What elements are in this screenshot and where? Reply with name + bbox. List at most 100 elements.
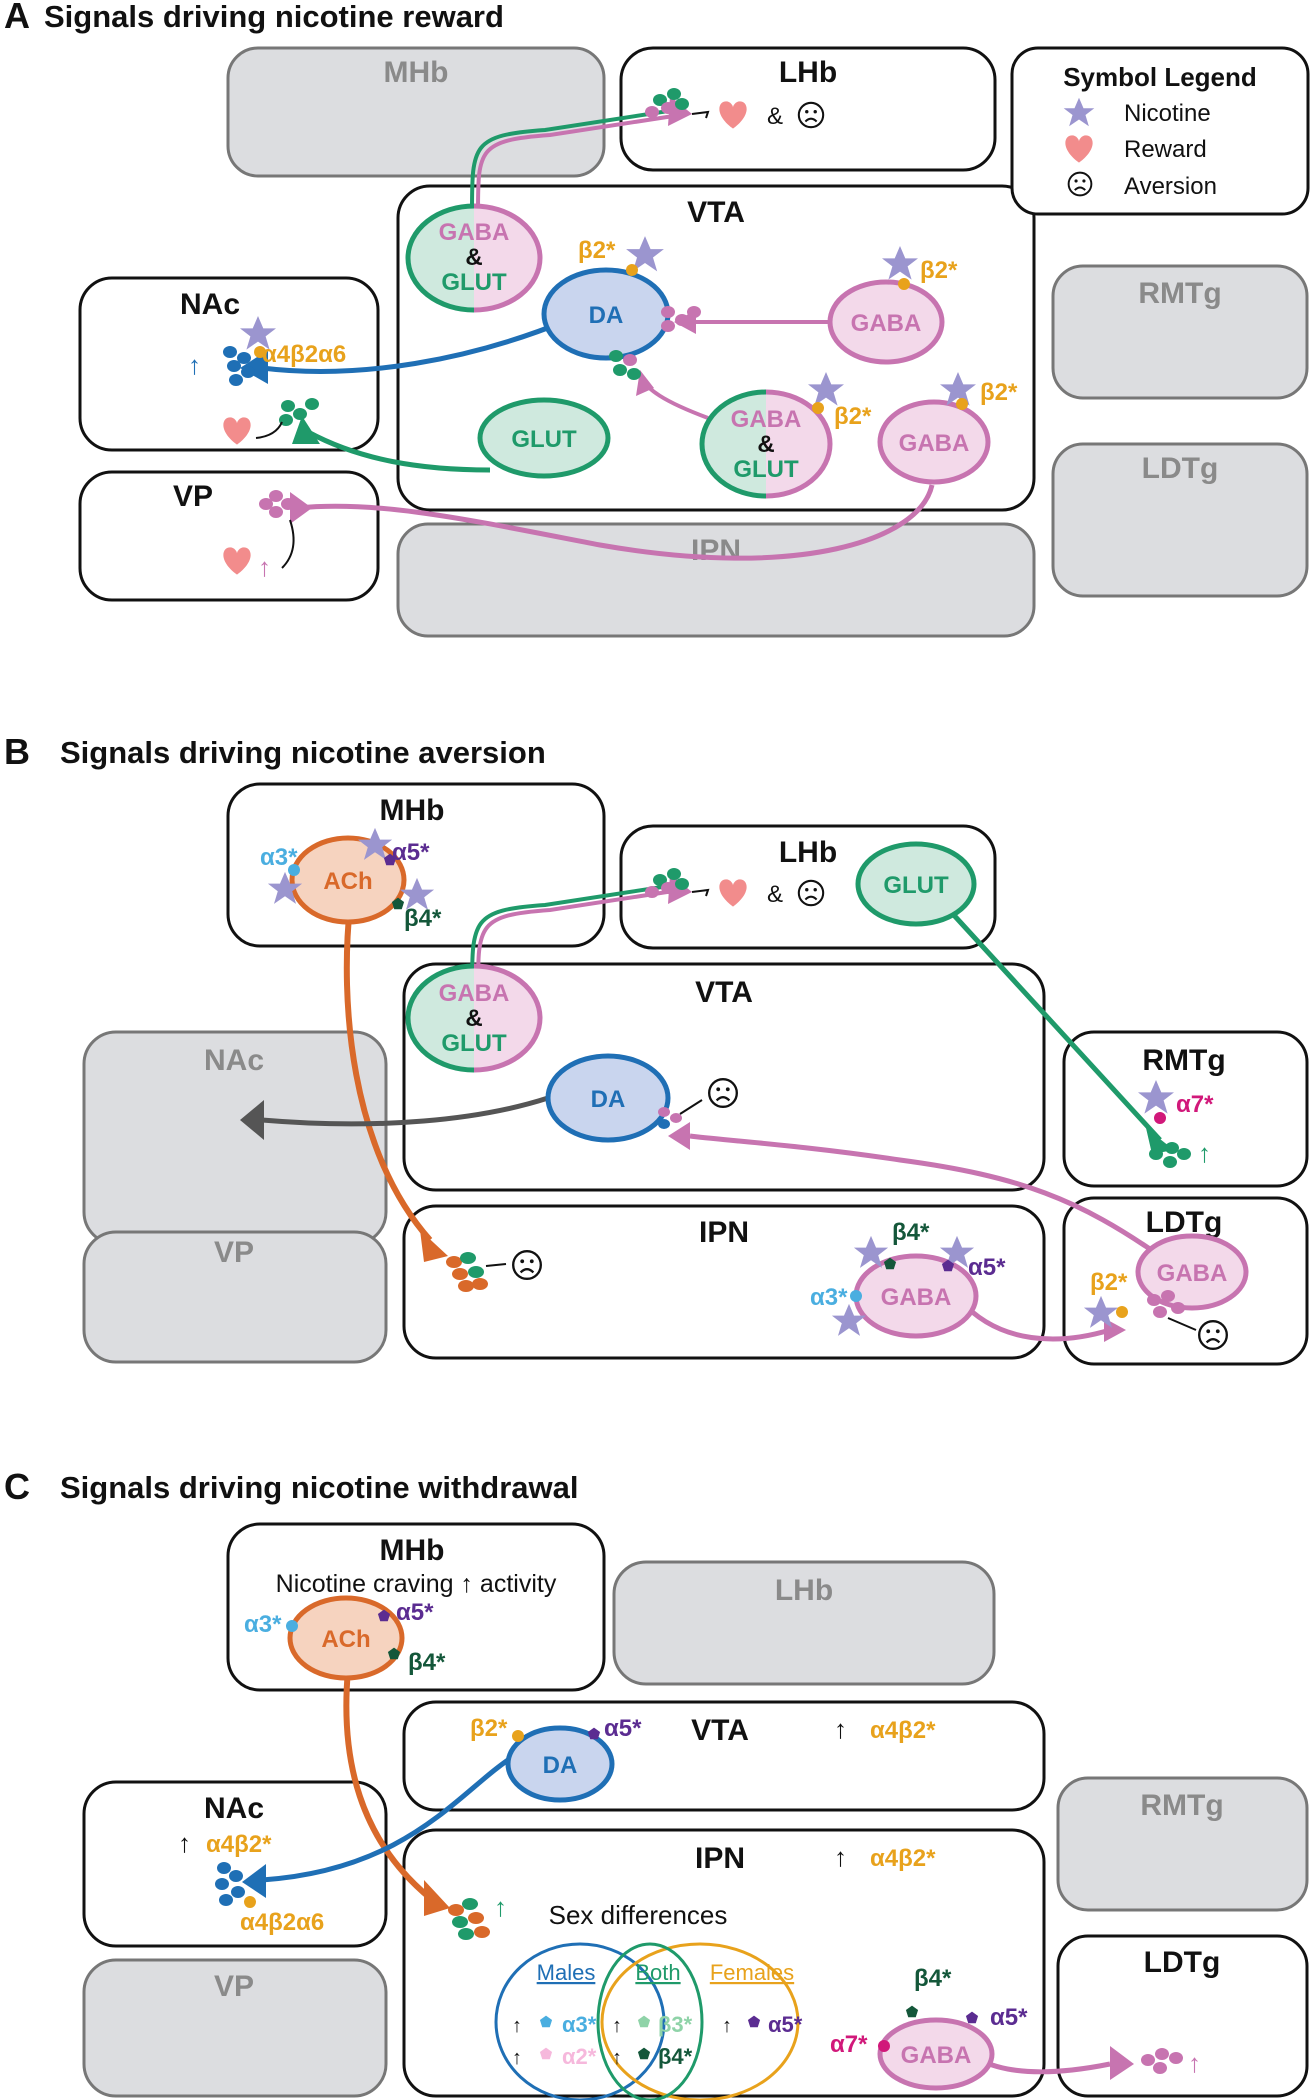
legend-title: Symbol Legend [1063,62,1257,92]
a-bottom-amp-label: & [757,431,774,458]
region-rmtg-b-label: RMTg [1142,1044,1225,1077]
region-vta-label: VTA [687,196,745,229]
c-both-b4-up: ↑ [612,2047,622,2069]
b-ach-label: ACh [323,868,372,895]
b-ach-a3-label: α3* [260,844,298,871]
a-bottom-receptor-dot [812,402,824,414]
panel-b: B Signals driving nicotine aversion NAc … [4,731,1309,1366]
region-vp [78,470,380,602]
b-ldtg-aversion-connector [1167,1317,1197,1331]
b-ipn-b4-label: β4* [892,1219,930,1246]
region-ldtg-b-label: LDTg [1146,1206,1223,1239]
a-nac-da-vesicles [223,346,255,386]
region-lhb [619,46,997,172]
b-amp-label: & [465,1005,482,1032]
c-da-label: DA [543,1752,578,1779]
region-vp-b-label: VP [214,1236,254,1269]
c-da-cell [505,1725,615,1803]
a-da-gaba-vesicles [661,306,701,332]
b-lhb-amp: & [767,881,783,908]
region-rmtg-b [1062,1030,1309,1188]
a-glut-cell [477,397,611,479]
c-ach-b4-label: β4* [408,1649,446,1676]
b-rmtg-a7-label: α7* [1176,1091,1214,1118]
region-vta-b [402,962,1046,1192]
region-mhb-b-label: MHb [380,794,445,827]
c-males-a2-label: α2* [562,2044,597,2069]
symbol-legend [1010,46,1310,216]
c-both-b3-label: β3* [658,2012,693,2037]
c-da-b2-label: β2* [470,1715,508,1742]
panel-b-label: B [4,731,30,772]
a-top-gaba-label: GABA [439,219,510,246]
panel-c-label: C [4,1466,30,1507]
b-da-nac-path [261,1095,549,1127]
c-ipn-ldtg-path [978,2057,1111,2075]
c-males-a2-up: ↑ [512,2047,522,2069]
b-ipn-a5-label: α5* [968,1254,1006,1281]
c-ldtg-vesicles [1141,2048,1183,2074]
a-da-nac-path [261,317,569,374]
a-gaba-cell-lower [877,399,991,485]
c-ach-a3-dot [286,1620,298,1632]
region-vta-c-label: VTA [691,1714,749,1747]
b-a3-dot [288,864,300,876]
c-ipn-b4-label: β4* [914,1965,952,1992]
a-nac-receptor-label: α4β2α6 [262,341,346,368]
c-ach-label: ACh [321,1626,370,1653]
b-ldtg-gaba-cell [1135,1233,1249,1311]
c-ipn-a5-label: α5* [990,2004,1028,2031]
region-vp-label: VP [173,480,213,513]
b-ach-cell [289,835,407,925]
b-ipn-a3-dot [850,1290,862,1302]
panel-a-label: A [4,0,30,36]
b-da-input-vesicles [658,1107,682,1129]
region-mhb [226,46,606,178]
region-ipn-c-label: IPN [695,1842,745,1875]
a-vp-reward-connector [281,519,295,569]
b-ldtg-gaba-label: GABA [1157,1260,1228,1287]
region-ipn-c [402,1828,1046,2098]
b-ach-b4-label: β4* [404,905,442,932]
c-females-a5-label: α5* [768,2012,803,2037]
b-ipn-vesicles [446,1252,488,1292]
region-ipn-label: IPN [691,534,741,567]
c-venn-males-label: Males [537,1960,596,1985]
b-lhb-vesicles [645,868,710,898]
a-vta-lhb-pink-path [476,113,681,213]
panel-a-title: Signals driving nicotine reward [44,0,504,34]
region-nac-c [82,1780,388,1948]
region-vta-b-label: VTA [695,976,753,1009]
b-ldtg-vta-path [689,1133,1162,1259]
c-ach-a5-label: α5* [396,1599,434,1626]
a-vp-up-arrow: ↑ [258,552,271,582]
a-lhb-vesicles [645,88,710,119]
b-da-aversion-connector [679,1099,703,1115]
c-ipn-a7-label: α7* [830,2031,868,2058]
b-ipn-terminal-arrow [420,1230,448,1262]
a-gaba-lower-receptor-label: β2* [980,379,1018,406]
b-gaba-label: GABA [439,980,510,1007]
b-ach-ipn-path [343,905,433,1242]
region-ldtg [1051,442,1309,598]
a-gaba-lower-receptor-dot [956,398,968,410]
c-venn-females-label: Females [710,1960,794,1985]
c-nac-a4b2-label: α4β2* [206,1831,272,1858]
panel-c: C Signals driving nicotine withdrawal LH… [4,1466,1309,2100]
c-ach-ipn-path [343,1669,432,1901]
region-lhb-c [612,1560,996,1686]
panel-c-title: Signals driving nicotine withdrawal [60,1470,578,1505]
b-da-label: DA [591,1086,626,1113]
a-gaba-right-label: GABA [851,310,922,337]
a-nac-glut-terminal [292,416,320,444]
b-glut-rmtg-path [938,898,1162,1142]
c-both-b3-up: ↑ [612,2015,622,2037]
c-males-a3-up: ↑ [512,2015,522,2037]
legend-nicotine-label: Nicotine [1124,100,1211,127]
b-lhb-glut-label: GLUT [883,872,949,899]
c-mhb-craving-text: Nicotine craving ↑ activity [276,1570,557,1598]
b-ipn-ldtg-path [958,1298,1111,1342]
b-ldtg-b2-label: β2* [1090,1269,1128,1296]
c-males-a3-label: α3* [562,2012,597,2037]
